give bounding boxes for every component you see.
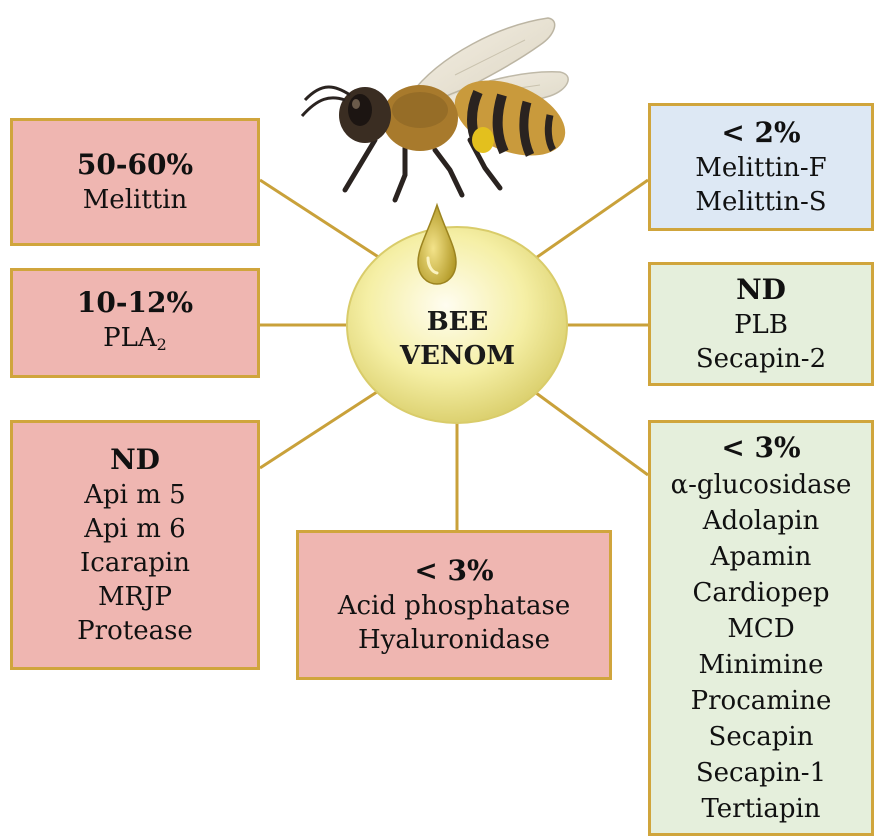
bee-icon xyxy=(302,18,576,200)
pla2-percent: 10-12% xyxy=(77,285,193,321)
connector-melittin xyxy=(260,180,380,258)
center-bottom-item: Hyaluronidase xyxy=(358,623,550,657)
pla2-label: PLA xyxy=(103,323,157,353)
nd-right-item: Secapin-2 xyxy=(696,342,826,376)
green-three-box: < 3% α-glucosidase Adolapin Apamin Cardi… xyxy=(648,420,874,836)
green-three-item: Tertiapin xyxy=(701,791,820,827)
nd-left-item: Protease xyxy=(77,614,193,648)
nd-left-item: Api m 6 xyxy=(84,512,185,546)
green-three-item: Procamine xyxy=(691,683,832,719)
melittin-fs-percent: < 2% xyxy=(721,115,800,151)
green-three-item: Minimine xyxy=(698,647,823,683)
green-three-item: Apamin xyxy=(711,539,812,575)
green-three-item: α-glucosidase xyxy=(671,467,852,503)
connector-green-three xyxy=(532,390,648,475)
venom-label-line2: VENOM xyxy=(345,339,570,373)
green-three-item: Cardiopep xyxy=(692,575,829,611)
melittin-fs-item: Melittin-S xyxy=(695,185,826,219)
venom-label-line1: BEE xyxy=(345,305,570,339)
green-three-item: Secapin-1 xyxy=(696,755,826,791)
pla2-subscript: 2 xyxy=(157,335,167,354)
center-bottom-percent: < 3% xyxy=(414,553,493,589)
center-bottom-item: Acid phosphatase xyxy=(338,589,571,623)
nd-left-box: ND Api m 5 Api m 6 Icarapin MRJP Proteas… xyxy=(10,420,260,670)
nd-right-box: ND PLB Secapin-2 xyxy=(648,262,874,386)
venom-label: BEE VENOM xyxy=(345,305,570,373)
melittin-item: Melittin xyxy=(83,183,188,217)
green-three-item: MCD xyxy=(727,611,794,647)
center-bottom-box: < 3% Acid phosphatase Hyaluronidase xyxy=(296,530,612,680)
melittin-fs-item: Melittin-F xyxy=(695,151,826,185)
nd-left-item: Api m 5 xyxy=(84,478,185,512)
nd-left-item: MRJP xyxy=(98,580,172,614)
nd-left-percent: ND xyxy=(110,442,160,478)
nd-left-item: Icarapin xyxy=(80,546,190,580)
connector-nd-left xyxy=(260,390,380,468)
nd-right-percent: ND xyxy=(736,272,786,308)
pla2-box: 10-12% PLA2 xyxy=(10,268,260,378)
connector-melittin-fs xyxy=(530,180,648,262)
melittin-percent: 50-60% xyxy=(77,147,193,183)
green-three-percent: < 3% xyxy=(721,429,800,467)
melittin-fs-box: < 2% Melittin-F Melittin-S xyxy=(648,103,874,231)
green-three-item: Secapin xyxy=(709,719,814,755)
nd-right-item: PLB xyxy=(734,308,788,342)
pla2-item: PLA2 xyxy=(103,321,167,362)
green-three-item: Adolapin xyxy=(703,503,820,539)
melittin-box: 50-60% Melittin xyxy=(10,118,260,246)
